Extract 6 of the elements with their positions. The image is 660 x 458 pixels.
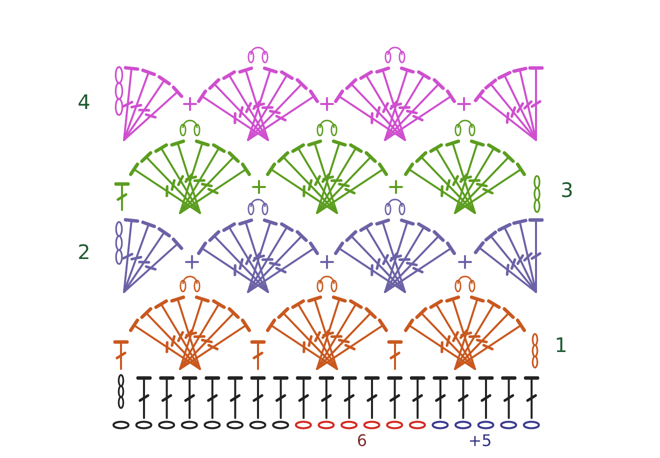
- stitch-count: 6: [356, 433, 368, 449]
- row-number: 3: [560, 180, 574, 200]
- row-number: 2: [78, 242, 90, 262]
- stitch-count: +5: [468, 433, 492, 449]
- row-number: 1: [554, 335, 568, 355]
- row-number: 4: [78, 92, 90, 112]
